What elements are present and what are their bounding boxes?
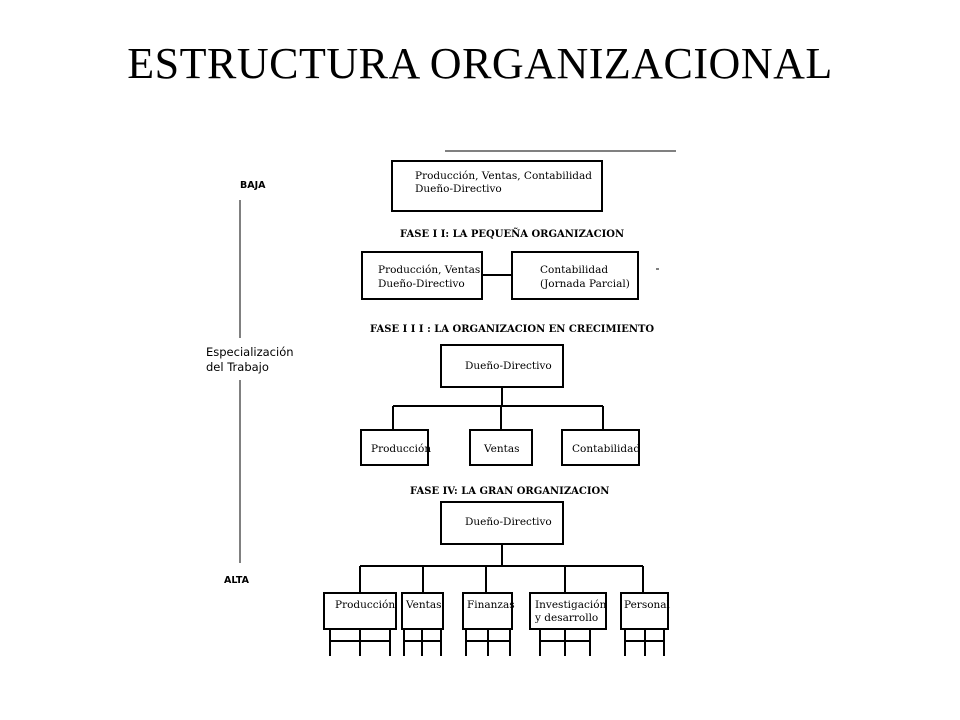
phase2-left-line2: Dueño-Directivo xyxy=(378,278,465,290)
phase4-child-label-2: Ventas xyxy=(405,599,441,611)
page-title: ESTRUCTURA ORGANIZACIONAL xyxy=(127,39,833,88)
phase4-title: FASE IV: LA GRAN ORGANIZACION xyxy=(410,486,609,497)
axis-top-label: BAJA xyxy=(240,180,266,191)
phase3-child-label-2: Ventas xyxy=(483,443,519,455)
axis-bottom-label: ALTA xyxy=(224,575,250,586)
phase4-child-box-4 xyxy=(529,592,607,630)
phase4-top-box xyxy=(440,501,564,545)
phase3-child-box-1 xyxy=(360,429,429,466)
phase4-child-label-4a: Investigación xyxy=(535,599,607,611)
phase1-line1: Producción, Ventas, Contabilidad xyxy=(415,170,592,182)
phase4-child-box-5 xyxy=(620,592,669,630)
phase3-child-box-2 xyxy=(469,429,533,466)
phase2-right-line1: Contabilidad xyxy=(540,264,608,276)
phase3-title: FASE I I I : LA ORGANIZACION EN CRECIMIE… xyxy=(370,324,654,335)
phase4-child-label-3: Finanzas xyxy=(467,599,515,611)
phase4-subunit-stubs xyxy=(329,629,665,656)
phase4-child-box-1 xyxy=(323,592,397,630)
phase3-top-box xyxy=(440,344,564,388)
phase4-child-label-4b: y desarrollo xyxy=(534,612,598,624)
phase1-box xyxy=(391,160,603,212)
phase3-child-label-1: Producción xyxy=(371,443,431,455)
phase4-child-box-3 xyxy=(462,592,513,630)
phase3-top-label: Dueño-Directivo xyxy=(465,360,552,372)
phase1-line2: Dueño-Directivo xyxy=(415,183,502,195)
phase2-left-line1: Producción, Ventas xyxy=(378,264,480,276)
phase4-top-label: Dueño-Directivo xyxy=(465,516,552,528)
phase2-right-box xyxy=(511,251,639,300)
phase3-child-box-3 xyxy=(561,429,640,466)
phase2-right-line2: (Jornada Parcial) xyxy=(540,278,630,290)
axis-middle-label-1: Especialización xyxy=(206,345,294,359)
phase3-child-label-3: Contabilidad xyxy=(572,443,640,455)
phase4-child-label-5: Personal xyxy=(624,599,671,611)
phase2-title: FASE I I: LA PEQUEÑA ORGANIZACION xyxy=(400,228,624,240)
phase4-child-label-1: Producción xyxy=(335,599,395,611)
axis-middle-label-2: del Trabajo xyxy=(206,360,269,374)
